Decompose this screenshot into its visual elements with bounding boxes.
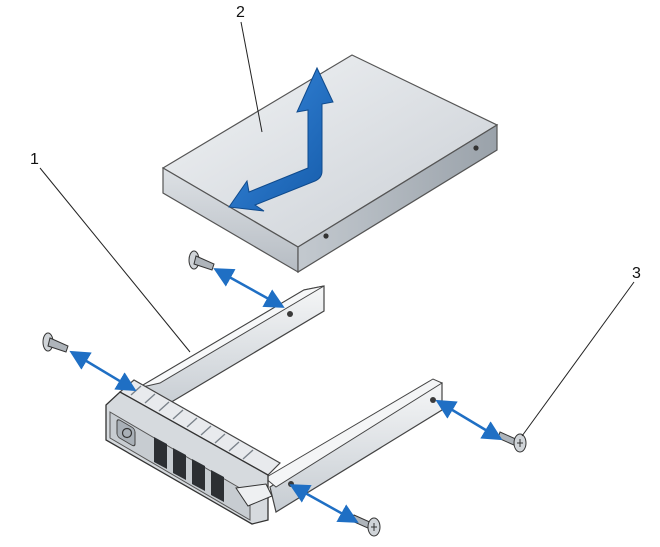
carrier-right-rail [269,382,443,513]
screw [497,431,527,453]
carrier-left-rail-top [137,285,325,389]
drive-carrier [105,285,444,525]
insertion-arrows [69,268,503,523]
leader-line-3 [521,281,635,437]
insertion-arrow [435,399,503,441]
insertion-arrow [289,484,359,523]
leader-lines [39,21,635,437]
screws [42,250,527,537]
bezel-latch [235,483,273,507]
power-icon [121,427,133,439]
drive-screw-hole [323,233,329,239]
screw [351,514,381,537]
rail-screw-hole [287,311,293,317]
callout-label-2: 2 [236,4,245,21]
callout-label-3: 3 [632,265,641,282]
screw [42,332,69,353]
carrier-right-rail-top [264,378,444,488]
leader-line-2 [240,21,263,133]
insertion-arrow [213,268,285,308]
drive-screw-hole [473,145,479,151]
drive-side-face [297,123,498,274]
leader-line-1 [39,167,191,353]
insertion-arrow [69,350,137,392]
drive-install-arrow [228,66,334,212]
rail-screw-hole [430,397,436,403]
carrier-left-rail [137,285,325,411]
rail-screw-hole [288,481,294,487]
screw [188,250,215,271]
hard-drive [161,54,499,274]
callout-label-1: 1 [30,151,39,168]
bezel-vents [154,437,224,502]
bezel-release-button [116,419,136,447]
